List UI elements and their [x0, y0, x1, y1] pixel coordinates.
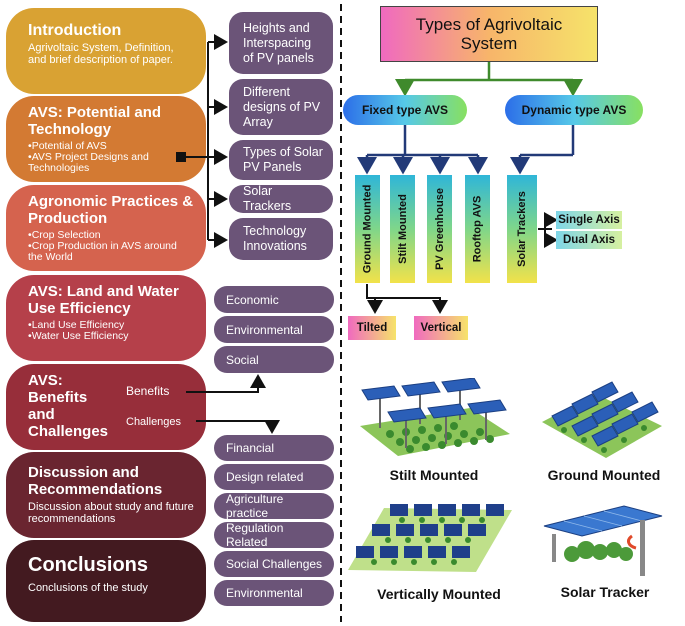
section-conclusions: Conclusions Conclusions of the study	[6, 540, 206, 622]
challenges-label: Challenges	[126, 416, 182, 428]
label-stilt-mounted: Stilt Mounted	[389, 467, 479, 483]
pill-environmental: Environmental	[214, 316, 334, 343]
section-title: AVS: Benefits and Challenges	[28, 372, 109, 440]
pill-heights-interspacing: Heights and Interspacing of PV panels	[229, 12, 333, 74]
section-item: Crop Selection	[28, 230, 194, 241]
section-title: Agronomic Practices & Production	[28, 193, 194, 227]
pill-agriculture-practice: Agriculture practice	[214, 492, 334, 520]
node-rooftop-avs: Rooftop AVS	[465, 175, 490, 283]
section-item: Land Use Efficiency	[28, 320, 194, 331]
node-pv-greenhouse: PV Greenhouse	[427, 175, 452, 283]
solar-tracker-illustration	[543, 505, 663, 576]
section-text: Agrivoltaic System, Definition, and brie…	[28, 42, 174, 66]
pill-social: Social	[214, 346, 334, 373]
label-vertically-mounted: Vertically Mounted	[377, 586, 501, 602]
label-ground-mounted: Ground Mounted	[547, 467, 661, 483]
pill-panel-types: Types of Solar PV Panels	[229, 140, 333, 180]
node-vertical: Vertical	[414, 316, 468, 340]
pill-economic: Economic	[214, 286, 334, 313]
node-ground-mounted: Ground Mounted	[355, 175, 380, 283]
label-solar-tracker: Solar Tracker	[560, 584, 650, 600]
section-title: Discussion and Recommendations	[28, 464, 163, 498]
node-fixed-type: Fixed type AVS	[343, 95, 467, 125]
section-agronomic: Agronomic Practices & Production Crop Se…	[6, 185, 206, 271]
section-benefits-challenges: AVS: Benefits and Challenges Benefits Ch…	[6, 364, 206, 450]
benefits-label: Benefits	[126, 384, 170, 398]
section-potential-technology: AVS: Potential and Technology Potential …	[6, 96, 206, 182]
tree-root: Types of Agrivoltaic System	[380, 6, 598, 62]
section-title: AVS: Land and Water Use Efficiency	[28, 283, 179, 317]
node-single-axis: Single Axis	[556, 211, 622, 229]
section-discussion: Discussion and Recommendations Discussio…	[6, 452, 206, 538]
section-title: Conclusions	[28, 554, 149, 576]
stilt-mounted-illustration	[360, 378, 510, 456]
pill-financial: Financial	[214, 435, 334, 461]
section-title: AVS: Potential and Technology	[28, 104, 162, 138]
section-item: Crop Production in AVS around the World	[28, 241, 194, 263]
node-stilt-mounted: Stilt Mounted	[390, 175, 415, 283]
pill-environmental-challenges: Environmental	[214, 580, 334, 606]
pill-technology-innovations: Technology Innovations	[229, 218, 333, 260]
pill-array-designs: Different designs of PV Array	[229, 79, 333, 135]
section-introduction: Introduction Agrivoltaic System, Definit…	[6, 8, 206, 94]
pill-solar-trackers: Solar Trackers	[229, 184, 333, 213]
node-dynamic-type: Dynamic type AVS	[505, 95, 643, 125]
section-item: AVS Project Designs and Technologies	[28, 152, 194, 174]
pill-social-challenges: Social Challenges	[214, 551, 334, 577]
section-title: Introduction	[28, 22, 122, 39]
pill-regulation-related: Regulation Related	[214, 521, 334, 549]
node-solar-trackers: Solar Trackers	[507, 175, 537, 283]
section-item: Potential of AVS	[28, 141, 194, 152]
ground-mounted-illustration	[542, 381, 662, 458]
vertically-mounted-illustration	[348, 504, 512, 572]
section-land-water: AVS: Land and Water Use Efficiency Land …	[6, 275, 206, 361]
section-item: Water Use Efficiency	[28, 331, 194, 342]
node-tilted: Tilted	[348, 316, 396, 340]
pill-design-related: Design related	[214, 464, 334, 490]
section-text: Discussion about study and future recomm…	[28, 501, 194, 525]
node-dual-axis: Dual Axis	[556, 231, 622, 249]
section-text: Conclusions of the study	[28, 582, 148, 594]
